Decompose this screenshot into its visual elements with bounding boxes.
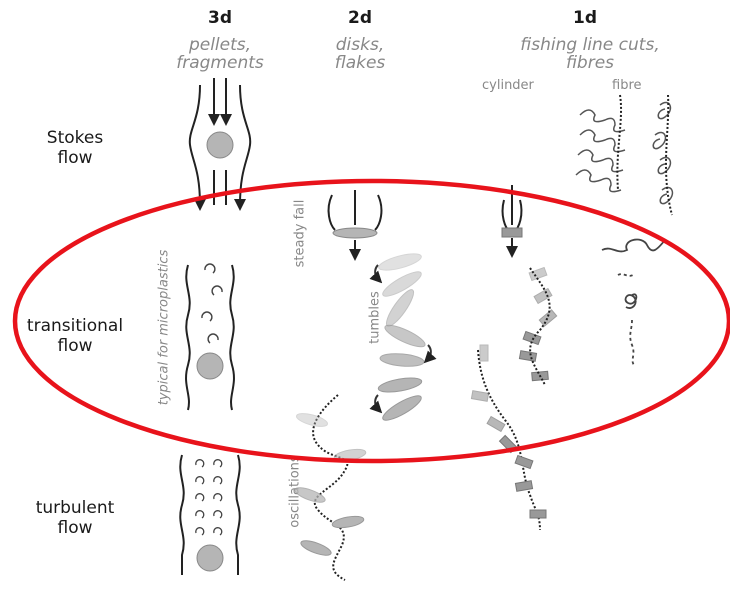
transitional-2d-steady [329, 190, 382, 255]
cylinder-zigzag-path [530, 268, 550, 385]
turbulent-3d-vortices [196, 460, 222, 535]
cylinder-zigzag [519, 268, 556, 381]
fibre-motions [602, 240, 665, 365]
transitional-3d-particle [197, 353, 223, 379]
stokes-fibre-cylinder [576, 95, 625, 192]
oscillation-disks [293, 411, 366, 558]
stokes-fibre-curls [653, 95, 672, 215]
tumbling-disks [377, 251, 427, 425]
turbulent-cylinders [471, 345, 546, 518]
turbulent-3d-particle [197, 545, 223, 571]
transitional-3d-vortices [202, 264, 222, 343]
highlight-ellipse [15, 181, 729, 461]
steady-disk [333, 228, 377, 238]
stokes-3d-particle [207, 132, 233, 158]
transitional-3d-wake [186, 265, 234, 410]
steady-cylinder [502, 228, 522, 237]
